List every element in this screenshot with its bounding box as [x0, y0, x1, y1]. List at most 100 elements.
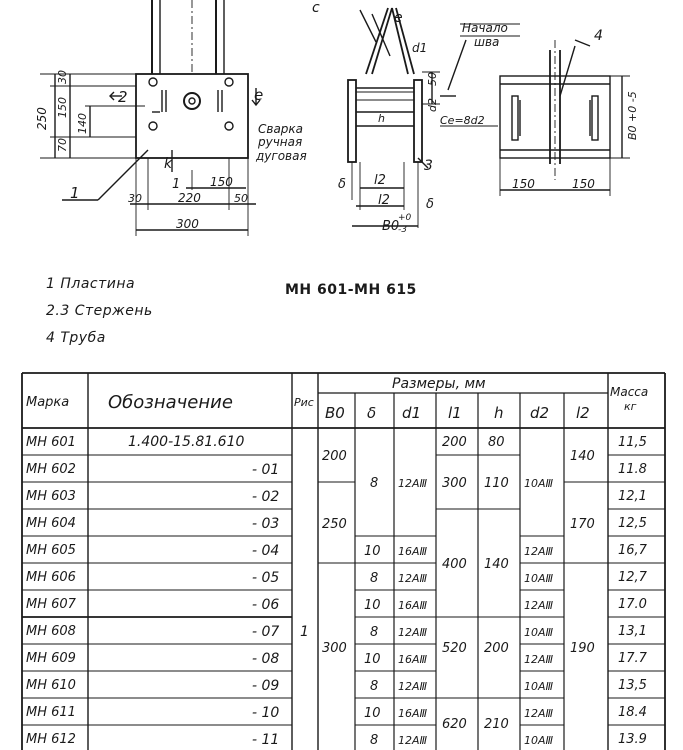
dim-150c: 150 — [512, 177, 535, 191]
table-row-mass: 13,1 — [618, 624, 647, 639]
header-d1: d1 — [402, 404, 421, 422]
cell-l2: 170 — [570, 517, 595, 532]
cell-h: 210 — [484, 717, 509, 732]
cell-d1: 16AⅢ — [398, 707, 428, 720]
label-b0-side: B0 +0 -5 — [626, 91, 639, 140]
label-d1: d1 — [412, 41, 427, 55]
header-massa: Масса — [610, 385, 648, 399]
label-delta-l: δ — [338, 177, 346, 192]
cell-l1: 300 — [442, 476, 467, 491]
header-oboznachenie: Обозначение — [108, 392, 233, 413]
table-row-marka: МН 610 — [26, 678, 76, 693]
dim-50r: 50 — [426, 72, 439, 86]
cell-l1: 200 — [442, 435, 467, 450]
cell-d2: 10AⅢ — [524, 572, 554, 585]
cell-delta: 8 — [370, 571, 378, 586]
header-delta: δ — [367, 404, 376, 422]
label-e-top: e — [394, 10, 403, 26]
cell-b0: 300 — [322, 641, 347, 656]
dim-140: 140 — [76, 113, 89, 134]
cell-l1: 620 — [442, 717, 467, 732]
table-row-marka: МН 612 — [26, 732, 76, 747]
cell-l1: 520 — [442, 641, 467, 656]
table-row-oboz: - 07 — [252, 624, 279, 640]
table-row-oboz: - 05 — [252, 570, 279, 586]
table-row-oboz: - 03 — [252, 516, 279, 532]
cell-d1: 12AⅢ — [398, 572, 428, 585]
table-row-marka: МН 604 — [26, 516, 76, 531]
table-row-mass: 12,7 — [618, 570, 648, 585]
table-row-marka: МН 611 — [26, 705, 76, 720]
cell-d1: 12AⅢ — [398, 626, 428, 639]
cell-b0: 250 — [322, 517, 347, 532]
cell-h: 140 — [484, 557, 509, 572]
series-title: МН 601-МН 615 — [285, 282, 417, 298]
label-shva: шва — [474, 35, 499, 49]
table-row-oboz: - 06 — [252, 597, 279, 613]
label-four: 4 — [594, 28, 603, 44]
legend-item-pipe: 4 Труба — [46, 330, 106, 346]
cell-l2: 140 — [570, 449, 595, 464]
cell-delta: 10 — [364, 706, 381, 721]
dim-150b: 150 — [210, 175, 233, 189]
header-b0: B0 — [325, 404, 345, 422]
header-ris: Рис — [294, 396, 314, 409]
dim-150: 150 — [56, 97, 69, 118]
cell-h: 110 — [484, 476, 509, 491]
label-h: h — [378, 112, 385, 125]
cell-d2: 12AⅢ — [524, 599, 554, 612]
label-nachalo: Начало — [462, 21, 508, 35]
table-row-mass: 18.4 — [618, 705, 647, 720]
dim-220: 220 — [178, 191, 201, 205]
cell-ris: 1 — [300, 624, 309, 640]
cell-h: 80 — [488, 435, 505, 450]
table-row-mass: 12,1 — [618, 489, 647, 504]
table-row-mass: 11,5 — [618, 435, 647, 450]
cell-d2: 12AⅢ — [524, 653, 554, 666]
dim-150d: 150 — [572, 177, 595, 191]
table-row-oboz: - 08 — [252, 651, 279, 667]
table-row-oboz: - 02 — [252, 489, 279, 505]
dim-50: 50 — [234, 192, 248, 205]
cell-delta: 10 — [364, 598, 381, 613]
cell-delta: 10 — [364, 652, 381, 667]
label-l2b: l2 — [378, 193, 390, 208]
cell-delta: 8 — [370, 679, 378, 694]
cell-delta: 8 — [370, 733, 378, 748]
label-svarka-1: Сварка — [258, 122, 303, 136]
technical-drawing: c e d1 Начало шва 4 250 30 150 70 140 2 … — [35, 0, 639, 236]
legend-item-rod: 2.3 Стержень — [46, 303, 153, 319]
cell-d1: 12AⅢ — [398, 477, 428, 490]
table-row-marka: МН 608 — [26, 624, 76, 639]
label-b0: B0 — [382, 219, 399, 234]
label-one-a: 1 — [172, 177, 180, 192]
table-row-mass: 13.9 — [618, 732, 647, 747]
cell-d2: 12AⅢ — [524, 707, 554, 720]
table-row-marka: МН 605 — [26, 543, 76, 558]
table-row-mass: 12,5 — [618, 516, 647, 531]
legend-item-plate: 1 Пластина — [46, 276, 136, 292]
label-two: 2 — [118, 88, 128, 106]
header-d2: d2 — [530, 404, 549, 422]
header-l1: l1 — [448, 404, 462, 422]
dim-70: 70 — [56, 138, 69, 152]
cell-d2: 10AⅢ — [524, 626, 554, 639]
label-e-arrow: е — [254, 86, 263, 104]
cell-d1: 16AⅢ — [398, 599, 428, 612]
cell-d1: 12AⅢ — [398, 734, 428, 747]
label-one-b: 1 — [70, 184, 80, 202]
dim-30b: 30 — [128, 192, 142, 205]
header-kg: кг — [624, 400, 637, 413]
cell-d1: 16AⅢ — [398, 545, 428, 558]
table-row-mass: 16,7 — [618, 543, 648, 558]
label-k: k — [164, 156, 173, 172]
label-tol-minus: -3 — [398, 225, 407, 235]
header-h: h — [494, 404, 504, 422]
table-row-marka: МН 606 — [26, 570, 76, 585]
dim-300: 300 — [176, 217, 199, 231]
label-svarka-3: дуговая — [255, 149, 307, 163]
table-row-oboz: 1.400-15.81.610 — [128, 434, 244, 450]
cell-d2: 10AⅢ — [524, 734, 554, 747]
label-tol-plus: +0 — [398, 213, 412, 223]
